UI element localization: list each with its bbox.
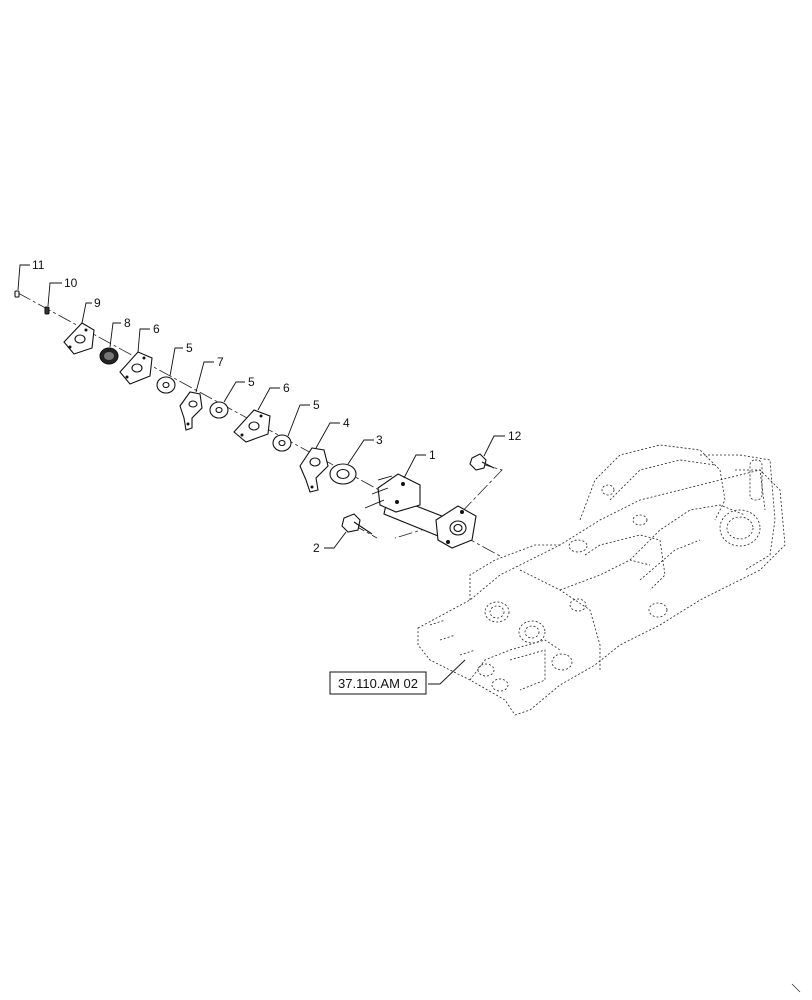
callout-5-c: 5 — [313, 398, 320, 412]
part-12-bolt — [469, 453, 495, 471]
callout-11: 11 — [32, 258, 45, 272]
part-5-washer-c — [272, 434, 292, 452]
corner-mark — [791, 983, 801, 993]
reference-label: 37.110.AM 02 — [338, 676, 418, 691]
callout-6-b: 6 — [283, 381, 290, 395]
part-5-washer-b — [209, 401, 229, 419]
reference-box[interactable]: 37.110.AM 02 — [329, 671, 427, 695]
lift-housing-phantom — [417, 444, 786, 716]
part-2-bolt — [341, 513, 373, 535]
part-3-washer — [329, 463, 357, 485]
part-5-washer-a — [156, 376, 176, 394]
callout-8: 8 — [124, 316, 131, 330]
callout-9: 9 — [94, 296, 101, 310]
callout-2: 2 — [313, 541, 320, 555]
part-10-pin — [44, 306, 50, 315]
callout-leaders — [17, 264, 505, 685]
part-4-lever — [299, 447, 329, 493]
callout-12: 12 — [508, 429, 522, 443]
part-8-nut — [99, 347, 119, 365]
part-9-plate — [63, 322, 95, 355]
callout-1: 1 — [429, 448, 436, 462]
callout-5-a: 5 — [186, 341, 193, 355]
callout-4: 4 — [343, 416, 350, 430]
callout-10: 10 — [64, 276, 78, 290]
callout-3: 3 — [376, 433, 383, 447]
callout-numbers: 11 10 9 8 6 5 7 5 6 5 4 3 1 2 12 — [32, 258, 522, 555]
callout-5-b: 5 — [248, 375, 255, 389]
part-11-pin — [14, 290, 20, 298]
callout-6-a: 6 — [153, 322, 160, 336]
part-7-arm — [179, 391, 203, 431]
part-6-plate-b — [233, 409, 271, 443]
part-1-shaft — [364, 473, 477, 549]
callout-7: 7 — [217, 355, 224, 369]
part-6-plate-a — [119, 351, 153, 385]
